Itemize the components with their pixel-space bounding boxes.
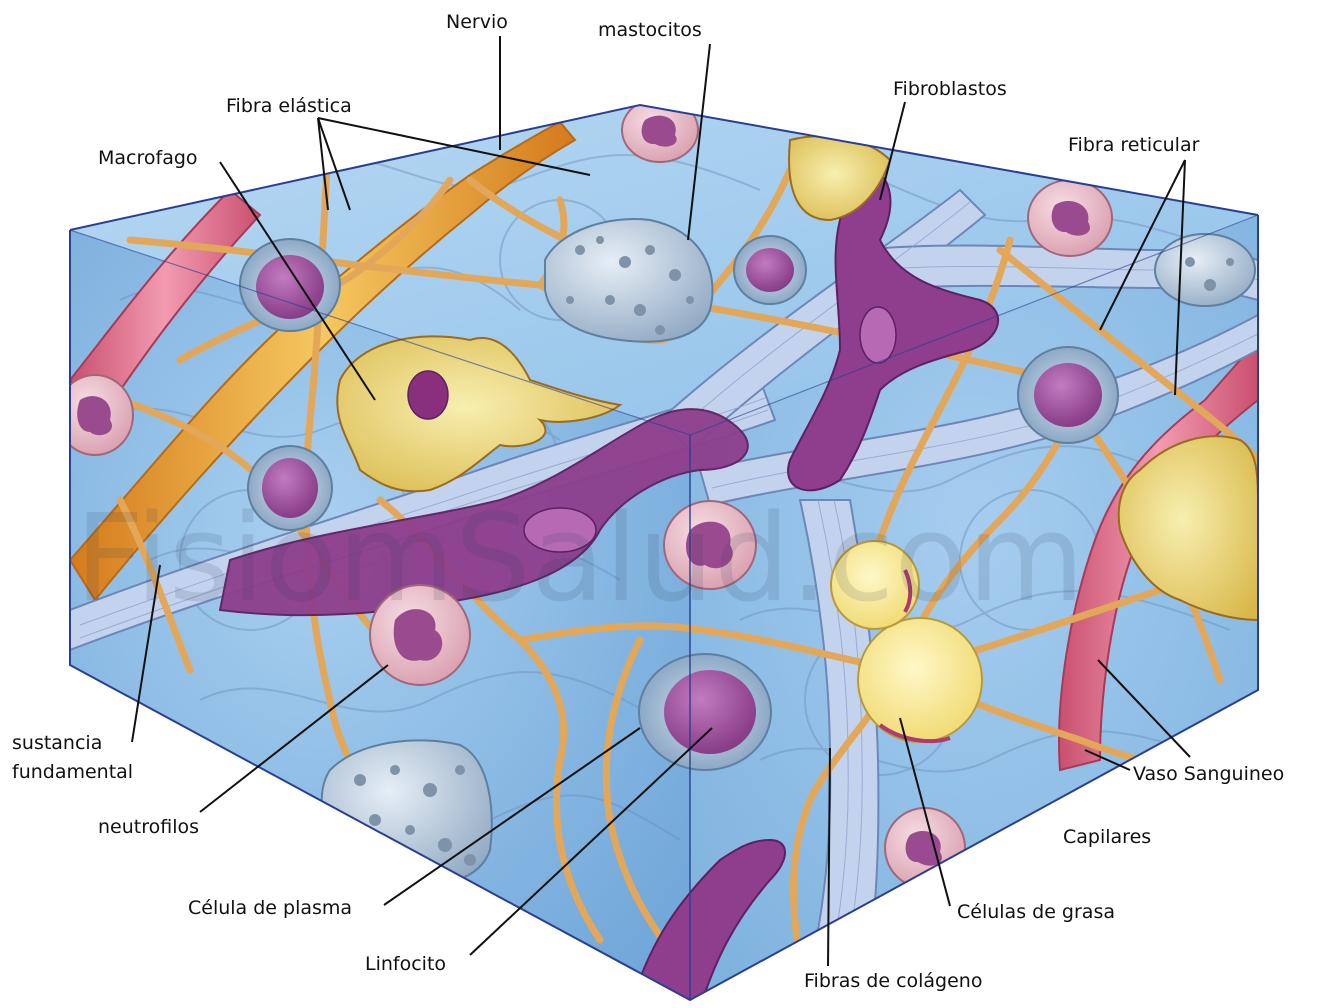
fibroblast-nucleus (860, 307, 896, 363)
neutrophil (885, 808, 965, 888)
label-celulas-grasa: Células de grasa (957, 901, 1115, 923)
label-mastocitos: mastocitos (598, 19, 702, 41)
neutrophil (1028, 180, 1112, 256)
watermark: FisiomSalud.com (75, 490, 1085, 629)
label-fibras-colageno: Fibras de colágeno (804, 970, 982, 992)
lymphocyte (1018, 347, 1118, 443)
label-vaso-sanguineo: Vaso Sanguineo (1133, 763, 1284, 785)
label-fibra-reticular: Fibra reticular (1068, 134, 1200, 156)
lymphocyte (240, 239, 340, 331)
label-nervio: Nervio (446, 11, 508, 33)
lymphocyte (639, 654, 771, 770)
label-capilares: Capilares (1063, 826, 1151, 848)
neutrophil (57, 375, 133, 455)
label-celula-plasma: Célula de plasma (188, 897, 352, 919)
label-neutrofilos: neutrofilos (98, 816, 199, 838)
mast-cell (1155, 234, 1255, 306)
macrophage-nucleus (408, 371, 448, 419)
mast-cell (322, 740, 492, 886)
label-fibroblastos: Fibroblastos (893, 78, 1007, 100)
lymphocyte (734, 236, 806, 304)
label-linfocito: Linfocito (365, 953, 446, 975)
fat-cell (858, 618, 982, 742)
label-sustancia: sustancia (12, 732, 102, 754)
label-fibra-elastica: Fibra elástica (226, 95, 352, 117)
label-macrofago: Macrofago (98, 147, 198, 169)
label-fundamental: fundamental (12, 761, 133, 783)
